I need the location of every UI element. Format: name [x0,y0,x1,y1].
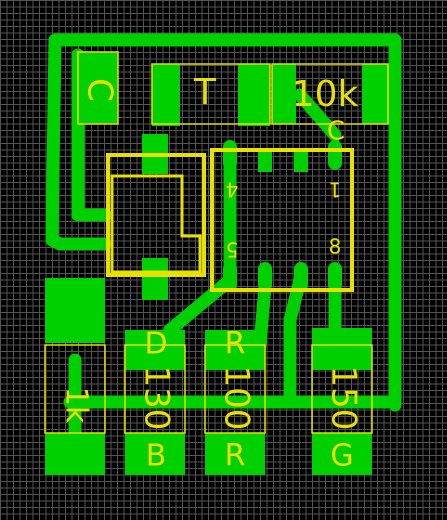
pad-150-top [312,328,372,370]
label-ic-pin4: 4 [226,178,239,202]
pad-ic-3 [258,150,272,172]
label-ic-pin1: 1 [329,178,342,202]
outline-ic [210,148,354,292]
pad-10k [362,64,388,124]
pad-r-bottom [205,433,265,475]
pad-ic-1 [328,140,342,170]
copper-pads [45,52,388,475]
label-led-r1: R [225,327,246,362]
outline-led-inner [110,174,202,274]
pad-g-bottom [312,433,372,475]
label-150: 150 [324,366,364,431]
pad-ic-4 [223,140,237,170]
outline-trimmer-t [151,63,271,125]
pad-ic-6 [258,262,272,292]
pad-ic-2 [294,150,308,172]
label-ic-pin8: 8 [329,235,342,259]
outline-100 [204,344,266,434]
label-led-b: B [146,439,167,474]
pad-b-bottom [125,433,185,475]
label-ic-pin5: 5 [226,238,239,262]
pad-cap-c [78,52,118,124]
pad-trimmer-right [238,64,270,126]
pad-led-bottom [142,258,168,300]
label-10k: 10k [292,74,359,115]
label-130: 130 [137,366,177,431]
pad-r-top [205,330,265,370]
label-led-d: D [144,327,167,362]
label-ic-marker: C [327,117,345,147]
trace-to-ic-top [293,88,342,142]
pad-ic-7 [294,262,308,292]
label-100: 100 [217,366,257,431]
outline-cap-c [77,51,119,125]
trace-outer-loop [45,33,402,251]
pad-1k-top [45,278,105,343]
label-led-g: G [330,439,353,474]
label-cap-c: C [80,78,120,102]
trace-ic-to-150 [283,273,307,409]
outline-led [106,153,206,277]
silkscreen-outlines [44,51,389,434]
pad-1k-bottom [45,433,105,475]
silkscreen-labels: C T 10k C 4 1 5 8 1k 130 100 150 D R B R… [59,72,364,474]
outline-130 [124,344,186,434]
pad-10k-left [272,64,296,124]
pad-ic-8 [328,262,342,292]
pad-d-top [125,330,185,370]
outline-10k [271,63,389,125]
outline-1k [44,344,106,434]
label-trimmer-t: T [193,72,217,113]
label-1k: 1k [59,387,94,424]
pad-trimmer-left [152,64,180,126]
label-led-r2: R [225,439,246,474]
outline-150 [311,344,373,434]
pad-ic-5 [223,262,237,292]
